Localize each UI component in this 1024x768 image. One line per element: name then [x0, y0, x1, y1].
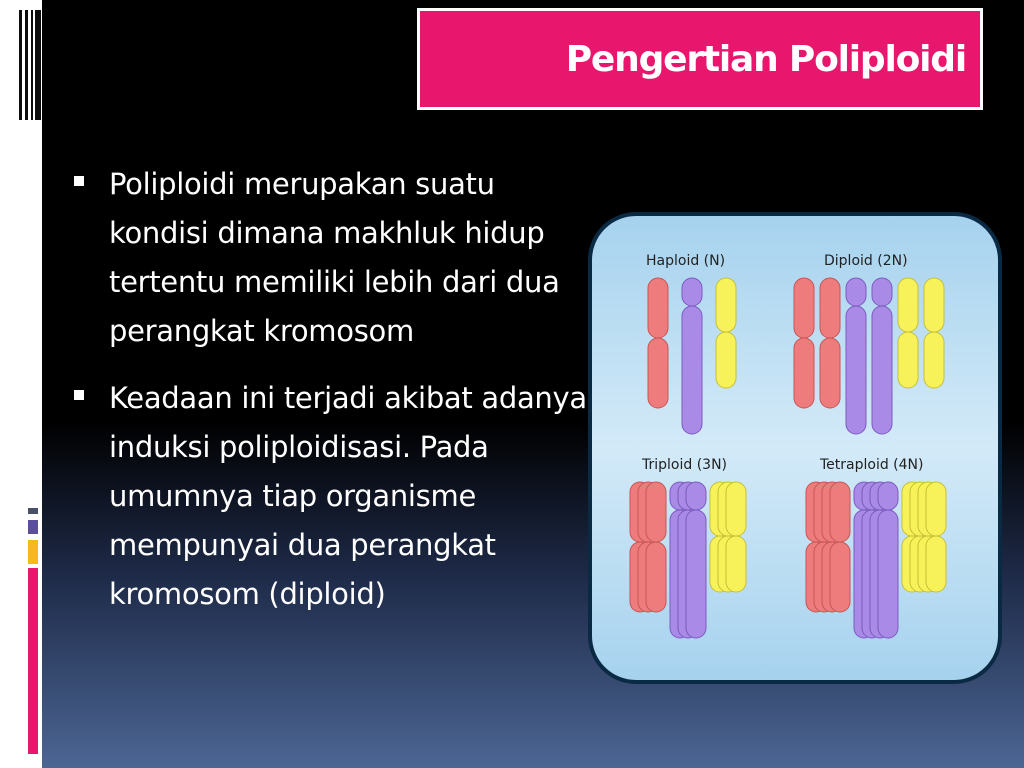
strip-barcode: [19, 10, 41, 120]
purple-chromosome: [845, 277, 867, 435]
label-triploid: Triploid (3N): [641, 457, 727, 473]
title-banner: Pengertian Poliploidi: [417, 8, 983, 110]
ploidy-illustration: Haploid (N) Diploid (2N) Triploid (3N) T…: [629, 253, 947, 639]
bullet-list: Poliploidi merupakan suatu kondisi diman…: [72, 160, 592, 637]
bullet-text: Poliploidi merupakan suatu kondisi diman…: [109, 167, 560, 348]
strip-accent-yellow: [28, 540, 38, 564]
strip-accent-purple: [28, 520, 38, 534]
purple-chromosome: [685, 481, 707, 639]
slide-title: Pengertian Poliploidi: [565, 38, 967, 80]
purple-chromosome: [877, 481, 899, 639]
yellow-chromosome: [925, 481, 947, 593]
red-chromosome: [819, 277, 841, 409]
bullet-item: Keadaan ini terjadi akibat adanya induks…: [72, 374, 592, 619]
purple-chromosome: [681, 277, 703, 435]
red-chromosome: [645, 481, 667, 613]
red-chromosome: [829, 481, 851, 613]
label-haploid: Haploid (N): [646, 253, 725, 269]
strip-accent-gray: [28, 508, 38, 514]
bullet-item: Poliploidi merupakan suatu kondisi diman…: [72, 160, 592, 356]
label-diploid: Diploid (2N): [824, 253, 908, 269]
bullet-text: Keadaan ini terjadi akibat adanya induks…: [109, 381, 587, 611]
square-bullet-icon: [74, 176, 84, 186]
ploidy-diagram: Haploid (N) Diploid (2N) Triploid (3N) T…: [588, 212, 1002, 684]
strip-accent-pink: [28, 568, 38, 754]
purple-chromosome: [871, 277, 893, 435]
square-bullet-icon: [74, 390, 84, 400]
label-tetraploid: Tetraploid (4N): [819, 457, 923, 473]
red-chromosome: [793, 277, 815, 409]
yellow-chromosome: [715, 277, 737, 389]
yellow-chromosome: [923, 277, 945, 389]
yellow-chromosome: [897, 277, 919, 389]
red-chromosome: [647, 277, 669, 409]
yellow-chromosome: [725, 481, 747, 593]
left-decorative-strip: [0, 0, 42, 768]
